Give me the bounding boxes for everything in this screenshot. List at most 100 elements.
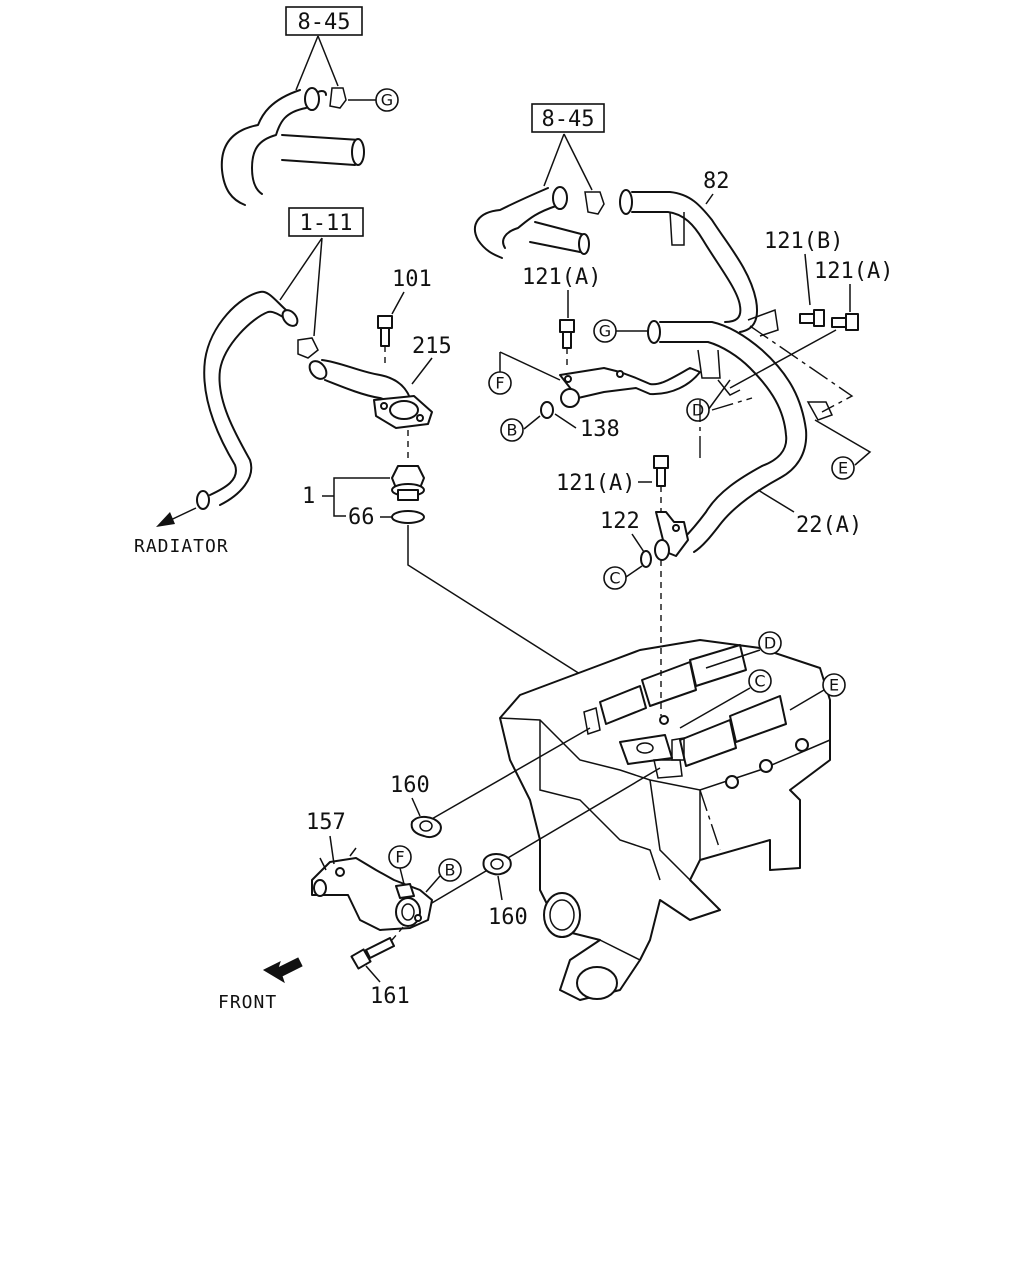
circled-ref-g-mid[interactable]: G [593,319,617,343]
outlet-flange [559,367,701,408]
bolt-axis-161 [391,925,405,941]
thermostat-housing-215 [308,359,433,429]
pipe-82 [619,189,779,337]
pipe-middle-g [647,320,808,479]
circled-ref-d-mid[interactable]: D [686,398,710,422]
leader-160-upper [411,797,421,817]
svg-text:F: F [395,848,404,867]
label-160-upper: 160 [390,773,430,798]
leader-160-lower [497,875,503,901]
label-122: 122 [600,509,640,534]
leader-22a [757,489,795,513]
leader-161 [365,965,381,983]
ref-box-1-11[interactable]: 1-11 [288,207,364,237]
label-121a-lower: 121(A) [556,471,635,496]
leader-1-11 [279,237,323,337]
ref-box-label: 1-11 [300,211,353,236]
bolt-161 [350,937,395,970]
water-outlet-157 [311,847,433,931]
upper-hose-top-right [473,186,605,259]
ref-box-label: 8-45 [542,107,595,132]
bolt-121a-right [831,313,859,331]
ref-box-label: 8-45 [298,10,351,35]
leader-215 [411,357,433,385]
ref-box-8-45-top-right[interactable]: 8-45 [531,103,605,133]
front-arrow-icon [262,957,303,984]
leader-8-45-top-right [543,133,593,191]
bolt-121a-mid [559,319,575,349]
leader-f-bottom [399,867,405,885]
label-138: 138 [580,417,620,442]
leader-101 [391,291,405,315]
label-121b: 121(B) [764,229,843,254]
circled-ref-f-left[interactable]: F [488,371,512,395]
circled-ref-b-left[interactable]: B [500,418,524,442]
dashed-guide-e-upper [749,325,854,413]
label-161: 161 [370,984,410,1009]
caption-front: FRONT [218,992,277,1013]
ref-box-8-45-top-left[interactable]: 8-45 [285,6,363,36]
label-22a: 22(A) [796,513,862,538]
svg-text:E: E [838,459,848,478]
bolt-121b [799,309,825,327]
label-121a-mid: 121(A) [522,265,601,290]
svg-text:E: E [829,676,839,695]
caption-radiator: RADIATOR [134,536,229,557]
thermostat-1 [391,465,425,501]
label-1: 1 [302,484,315,509]
label-82: 82 [703,169,730,194]
leader-8-45-top-left [295,35,339,91]
label-121a-right: 121(A) [814,259,893,284]
leader-122 [631,533,645,553]
leader-121b [804,253,811,306]
svg-text:G: G [381,91,393,110]
leader-138 [523,413,577,430]
leader-82 [705,193,714,205]
circled-ref-e-right[interactable]: E [831,456,855,480]
pipe-22a-outlet [654,465,781,561]
gasket-66 [391,510,425,524]
label-215: 215 [412,334,452,359]
dashed-guide-d [699,397,753,460]
svg-text:G: G [599,322,611,341]
bolt-101 [377,315,393,347]
radiator-hose [196,290,319,510]
circled-ref-b-bottom[interactable]: B [438,858,462,882]
label-157: 157 [306,810,346,835]
label-160-lower: 160 [488,905,528,930]
install-line-gasket-lower [419,767,661,911]
circled-ref-d-engine[interactable]: D [758,631,782,655]
o-ring-122 [640,550,652,568]
leader-c-left [625,565,643,578]
leader-b-bottom [425,875,441,893]
gasket-160-lower [482,853,512,876]
svg-text:F: F [495,374,504,393]
svg-text:C: C [609,569,620,588]
circled-ref-c-left[interactable]: C [603,566,627,590]
bolt-121a-lower [653,455,669,487]
leader-e-engine [789,689,825,711]
circled-ref-f-bottom[interactable]: F [388,845,412,869]
leader-d-engine [705,649,761,669]
leader-157 [329,835,335,865]
upper-hose-top-left [220,87,365,206]
o-ring-138 [540,401,554,419]
circled-ref-g-top[interactable]: G [375,88,399,112]
leader-bolt-121a-right [729,329,837,389]
leader-d-mid [707,379,731,411]
gasket-160-upper [410,816,442,838]
svg-text:D: D [692,401,704,420]
svg-text:C: C [754,672,765,691]
leader-f-left [499,351,561,381]
leader-c-engine [679,687,751,729]
arrow-radiator-head [156,512,175,527]
circled-ref-c-engine[interactable]: C [748,669,772,693]
label-101: 101 [392,267,432,292]
label-66: 66 [348,505,375,530]
svg-text:B: B [507,421,518,440]
engine-block [499,639,831,1001]
circled-ref-e-engine[interactable]: E [822,673,846,697]
leader-1 [322,477,390,517]
